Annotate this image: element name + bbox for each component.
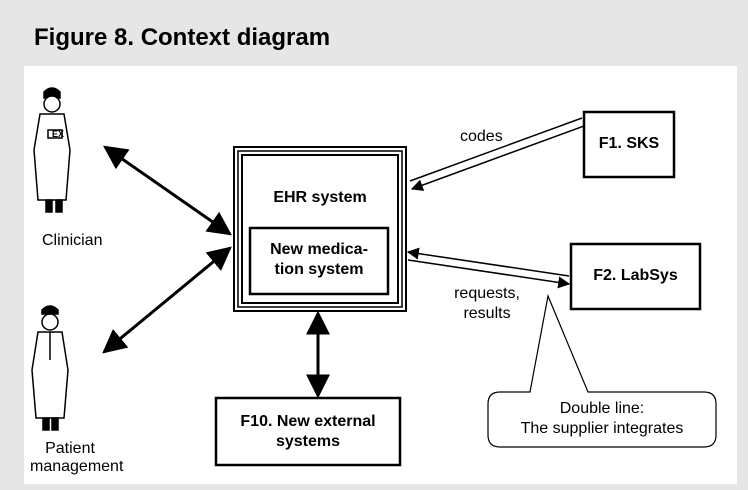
patient-management-label-line1: Patient [45, 440, 95, 457]
sks-box [582, 110, 676, 179]
labsys-label: F2. LabSys [593, 267, 678, 284]
patient-management-label: Patient management [30, 440, 124, 476]
callout-line2: The supplier integrates [520, 420, 684, 437]
clinician-figure-icon: EX [33, 87, 71, 213]
external-systems-label-line1: F10. New external [240, 413, 376, 430]
labsys-box [569, 242, 702, 311]
new-medication-box [248, 226, 390, 296]
codes-double-arrow [409, 117, 585, 191]
patient-management-arrow [102, 246, 232, 354]
patient-management-figure-icon [31, 305, 69, 431]
clinician-arrow [103, 145, 232, 236]
clinician-label: Clinician [42, 232, 103, 249]
new-medication-label-line2: tion system [274, 261, 364, 278]
patient-management-label-line2: management [30, 458, 124, 475]
external-systems-label: F10. New external systems [216, 412, 400, 452]
results-label: results [463, 305, 511, 322]
requests-label: requests, [454, 285, 520, 302]
svg-text:EX: EX [52, 129, 64, 139]
figure-title: Figure 8. Context diagram [34, 24, 331, 51]
requests-results-label: requests, results [442, 284, 532, 324]
callout-bubble [487, 293, 717, 448]
callout-text: Double line: The supplier integrates [488, 399, 716, 439]
labsys-double-arrow [406, 247, 571, 289]
callout-line1: Double line: [559, 400, 645, 417]
new-medication-label-line1: New medica- [270, 241, 368, 258]
new-medication-label: New medica- tion system [250, 240, 388, 280]
sks-label: F1. SKS [598, 135, 660, 152]
external-systems-label-line2: systems [275, 433, 341, 450]
ehr-system-label: EHR system [273, 189, 367, 206]
codes-label: codes [460, 128, 503, 145]
external-systems-box [214, 396, 402, 467]
